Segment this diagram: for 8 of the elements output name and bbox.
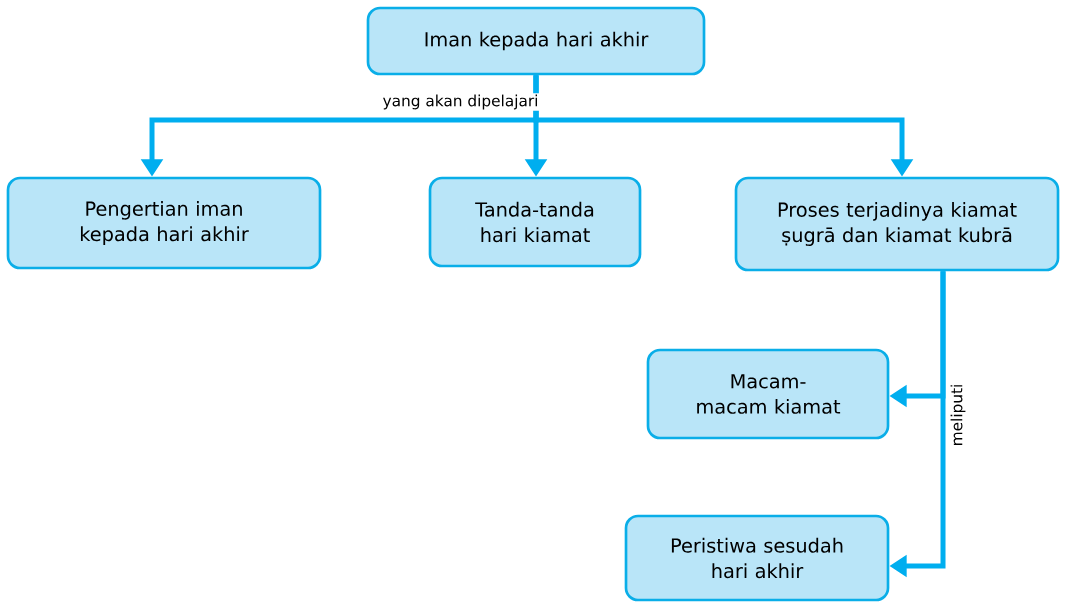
- topic-box: Pengertian iman kepada hari akhir: [6, 176, 322, 270]
- topic-box: Iman kepada hari akhir: [366, 6, 706, 76]
- edge-label: yang akan dipelajari: [381, 93, 540, 111]
- topic-box: Proses terjadinya kiamat ṣugrā dan kiamat kubrā: [734, 176, 1060, 272]
- topic-box: Peristiwa sesudah hari akhir: [624, 514, 890, 602]
- topic-box: Macam-macam kiamat: [646, 348, 890, 440]
- topic-box: Tanda-tanda hari kiamat: [428, 176, 642, 268]
- edge-label: meliputi: [949, 382, 967, 448]
